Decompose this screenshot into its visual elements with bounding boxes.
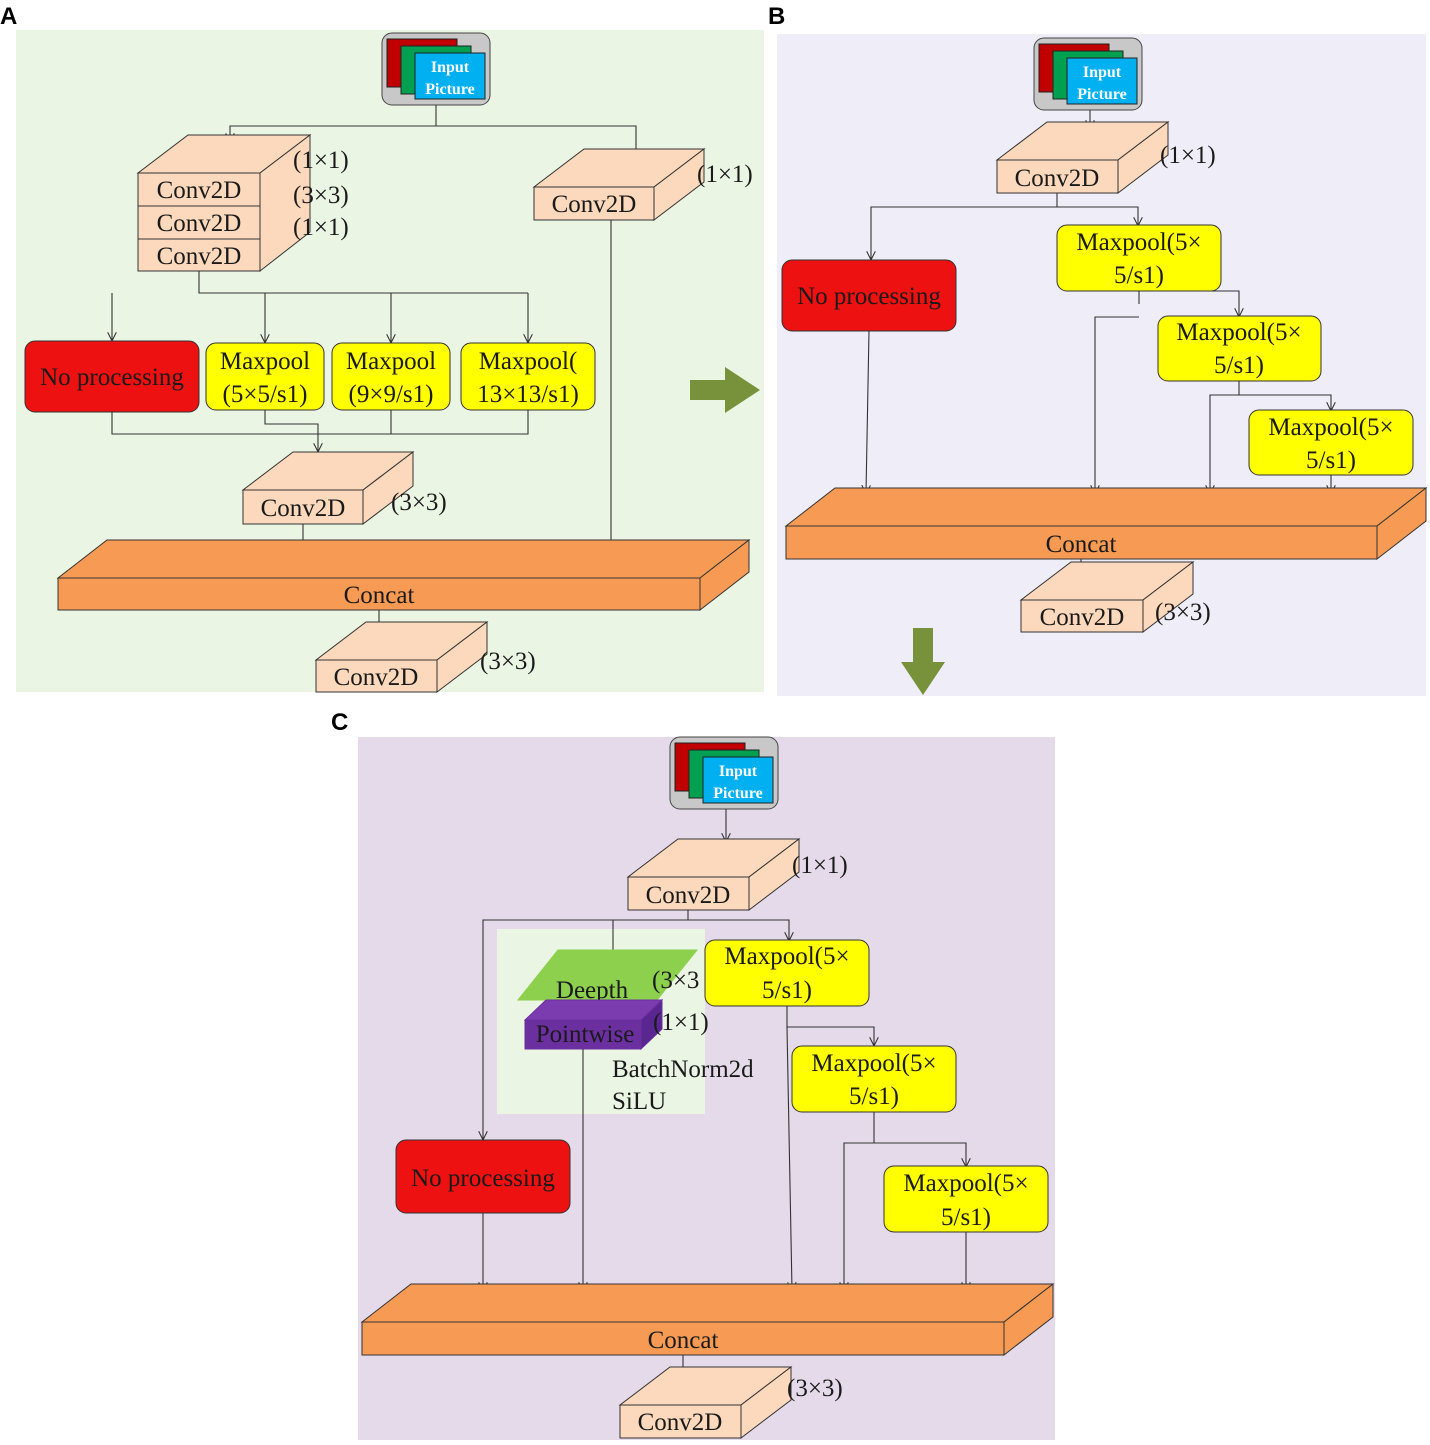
conv-a-bottom: Conv2D (3×3) xyxy=(314,620,536,694)
silu-label: SiLU xyxy=(612,1088,666,1115)
maxpool-a-1: Maxpool (5×5/s1) xyxy=(205,342,325,411)
maxpool-c-3: Maxpool(5× 5/s1) xyxy=(883,1165,1049,1233)
maxpool-a-3-line2: 13×13/s1) xyxy=(477,381,579,408)
concat-a: Concat xyxy=(56,538,751,612)
maxpool-b-2: Maxpool(5× 5/s1) xyxy=(1157,315,1322,382)
maxpool-a-1-line2: (5×5/s1) xyxy=(223,381,308,408)
panel-a: A Input Picture Conv2D Conv2D Conv2D (1×… xyxy=(0,3,764,694)
input-label-line1: Input xyxy=(431,59,470,76)
maxpool-a-2-line2: (9×9/s1) xyxy=(349,381,434,408)
input-c-label-line2: Picture xyxy=(713,785,762,802)
no-processing-label-b: No processing xyxy=(797,283,941,310)
concat-c: Concat xyxy=(360,1282,1055,1357)
maxpool-c-2-line1: Maxpool(5× xyxy=(811,1050,936,1077)
maxpool-c-2-line2: 5/s1) xyxy=(849,1083,899,1110)
kernel-b-bottom: (3×3) xyxy=(1155,599,1211,626)
kernel-c-top: (1×1) xyxy=(792,852,848,879)
pointwise-label: Pointwise xyxy=(536,1021,635,1048)
panel-c: C Input Picture Conv2D (1×1) Deepth (3×3 xyxy=(331,709,1055,1440)
conv-a-right-label: Conv2D xyxy=(552,191,637,218)
conv-b-top: Conv2D (1×1) xyxy=(995,120,1216,195)
conv-a-right: Conv2D (1×1) xyxy=(532,147,753,222)
kernel-b-top: (1×1) xyxy=(1160,142,1216,169)
arrow-a-to-b-icon xyxy=(690,367,760,413)
maxpool-a-3-line1: Maxpool( xyxy=(479,348,578,375)
conv-a-mid: Conv2D (3×3) xyxy=(241,450,447,526)
panel-a-letter: A xyxy=(0,3,17,30)
conv-b-bottom-label: Conv2D xyxy=(1040,604,1125,631)
batchnorm-label: BatchNorm2d xyxy=(612,1056,754,1083)
kernel-a-1: (1×1) xyxy=(293,147,349,174)
conv-a-1-label: Conv2D xyxy=(157,177,242,204)
concat-b-label: Concat xyxy=(1046,531,1117,558)
concat-b: Concat xyxy=(784,486,1428,561)
panel-b-letter: B xyxy=(768,3,785,30)
kernel-a-right: (1×1) xyxy=(697,161,753,188)
conv-a-3-label: Conv2D xyxy=(157,243,242,270)
input-picture-b-icon: Input Picture xyxy=(1033,37,1143,111)
panel-c-letter: C xyxy=(331,709,348,736)
deepth-kernel: (3×3 xyxy=(652,967,699,994)
arrow-b-to-c-icon xyxy=(901,628,945,695)
maxpool-b-3-line2: 5/s1) xyxy=(1306,447,1356,474)
kernel-a-2: (3×3) xyxy=(293,182,349,209)
maxpool-b-2-line2: 5/s1) xyxy=(1214,352,1264,379)
maxpool-b-2-line1: Maxpool(5× xyxy=(1176,319,1301,346)
no-processing-label-a: No processing xyxy=(40,364,184,391)
maxpool-b-1-line1: Maxpool(5× xyxy=(1076,229,1201,256)
maxpool-a-3: Maxpool( 13×13/s1) xyxy=(460,342,596,411)
conv-a-2-label: Conv2D xyxy=(157,210,242,237)
maxpool-c-1-line1: Maxpool(5× xyxy=(724,943,849,970)
concat-c-label: Concat xyxy=(648,1327,719,1354)
maxpool-c-3-line1: Maxpool(5× xyxy=(903,1170,1028,1197)
conv-a-mid-label: Conv2D xyxy=(261,495,346,522)
maxpool-a-2: Maxpool (9×9/s1) xyxy=(331,342,451,411)
input-picture-icon: Input Picture xyxy=(381,32,491,106)
maxpool-b-1-line2: 5/s1) xyxy=(1114,262,1164,289)
kernel-c-bottom: (3×3) xyxy=(787,1375,843,1402)
input-b-label-line2: Picture xyxy=(1077,86,1126,103)
conv-c-bottom-label: Conv2D xyxy=(638,1409,723,1436)
maxpool-a-2-line1: Maxpool xyxy=(346,348,436,375)
input-picture-c-icon: Input Picture xyxy=(669,736,779,810)
panel-b: B Input Picture Conv2D (1×1) No processi… xyxy=(768,3,1428,696)
pointwise-kernel: (1×1) xyxy=(653,1009,709,1036)
conv-c-top: Conv2D (1×1) xyxy=(626,837,848,912)
maxpool-c-1: Maxpool(5× 5/s1) xyxy=(704,939,870,1007)
kernel-a-bottom: (3×3) xyxy=(480,648,536,675)
conv-b-bottom: Conv2D (3×3) xyxy=(1019,560,1211,634)
maxpool-b-1: Maxpool(5× 5/s1) xyxy=(1056,224,1222,292)
maxpool-c-3-line2: 5/s1) xyxy=(941,1204,991,1231)
conv-c-bottom: Conv2D (3×3) xyxy=(618,1365,843,1440)
conv-a-bottom-label: Conv2D xyxy=(334,664,419,691)
input-c-label-line1: Input xyxy=(719,763,758,780)
kernel-a-3: (1×1) xyxy=(293,214,349,241)
maxpool-b-3-line1: Maxpool(5× xyxy=(1268,414,1393,441)
maxpool-c-1-line2: 5/s1) xyxy=(762,977,812,1004)
input-b-label-line1: Input xyxy=(1083,64,1122,81)
kernel-a-mid: (3×3) xyxy=(391,489,447,516)
maxpool-a-1-line1: Maxpool xyxy=(220,348,310,375)
no-processing-label-c: No processing xyxy=(411,1165,555,1192)
input-label-line2: Picture xyxy=(425,81,474,98)
concat-a-label: Concat xyxy=(344,582,415,609)
conv-stack-a: Conv2D Conv2D Conv2D (1×1) (3×3) (1×1) xyxy=(136,133,349,273)
maxpool-c-2: Maxpool(5× 5/s1) xyxy=(791,1045,957,1113)
pointwise-layer: Pointwise (1×1) xyxy=(523,998,709,1051)
maxpool-b-3: Maxpool(5× 5/s1) xyxy=(1248,409,1414,476)
conv-c-top-label: Conv2D xyxy=(646,882,731,909)
conv-b-top-label: Conv2D xyxy=(1015,165,1100,192)
